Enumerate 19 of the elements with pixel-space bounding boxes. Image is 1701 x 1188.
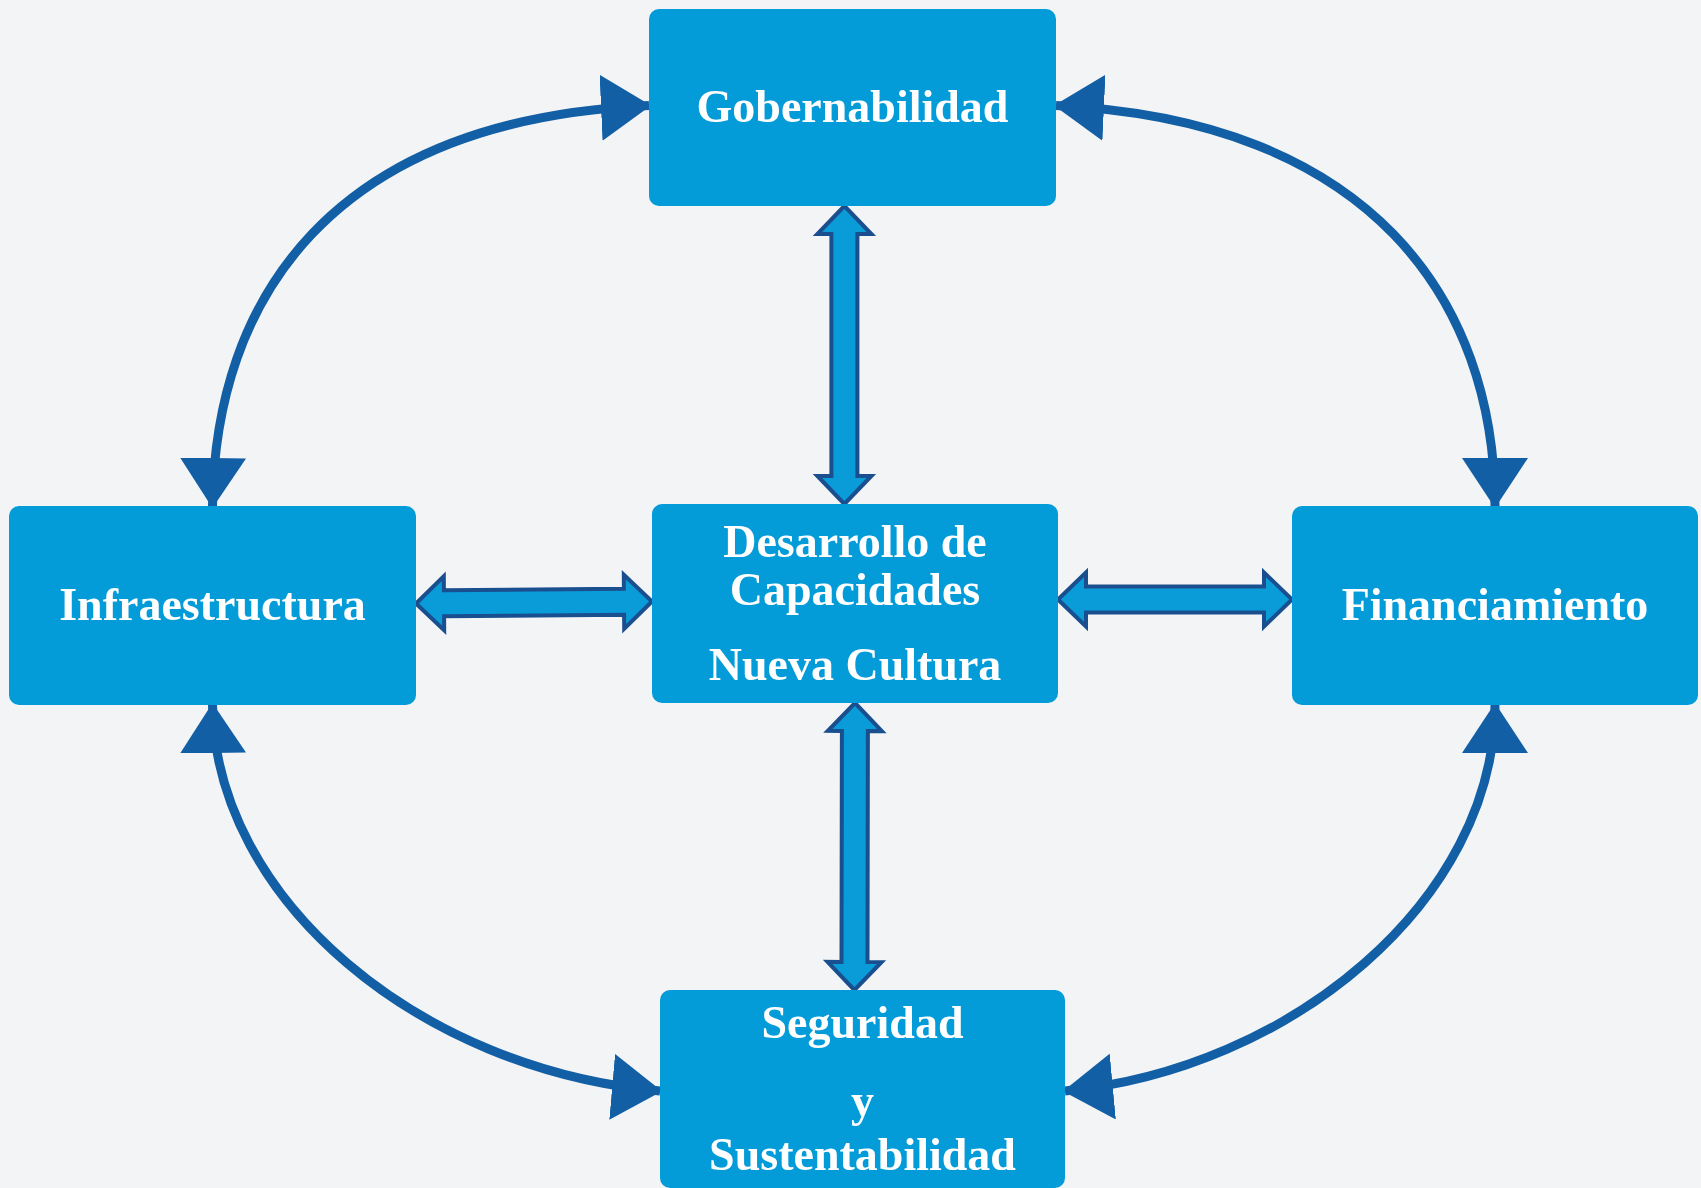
box-label: Sustentabilidad	[709, 1131, 1016, 1180]
box-label: Infraestructura	[59, 581, 366, 630]
curved-arrow	[182, 77, 651, 508]
concept-box	[9, 506, 416, 705]
concept-box	[1292, 506, 1698, 705]
double-block-arrow	[822, 700, 887, 993]
box-label: Nueva Cultura	[708, 640, 1002, 689]
double-block-arrow	[1055, 567, 1295, 632]
double-block-arrow	[812, 203, 877, 507]
box-label: y	[851, 1076, 874, 1126]
concept-box	[649, 9, 1056, 206]
double-block-arrow	[413, 570, 655, 635]
concept-box	[660, 990, 1065, 1188]
box-label: Seguridad	[761, 998, 964, 1047]
box-label: Gobernabilidad	[696, 83, 1009, 132]
concept-box	[652, 504, 1058, 703]
curved-arrow	[1054, 77, 1526, 508]
box-label: Financiamiento	[1341, 581, 1649, 630]
box-label: Desarrollo de Capacidades	[722, 518, 988, 615]
